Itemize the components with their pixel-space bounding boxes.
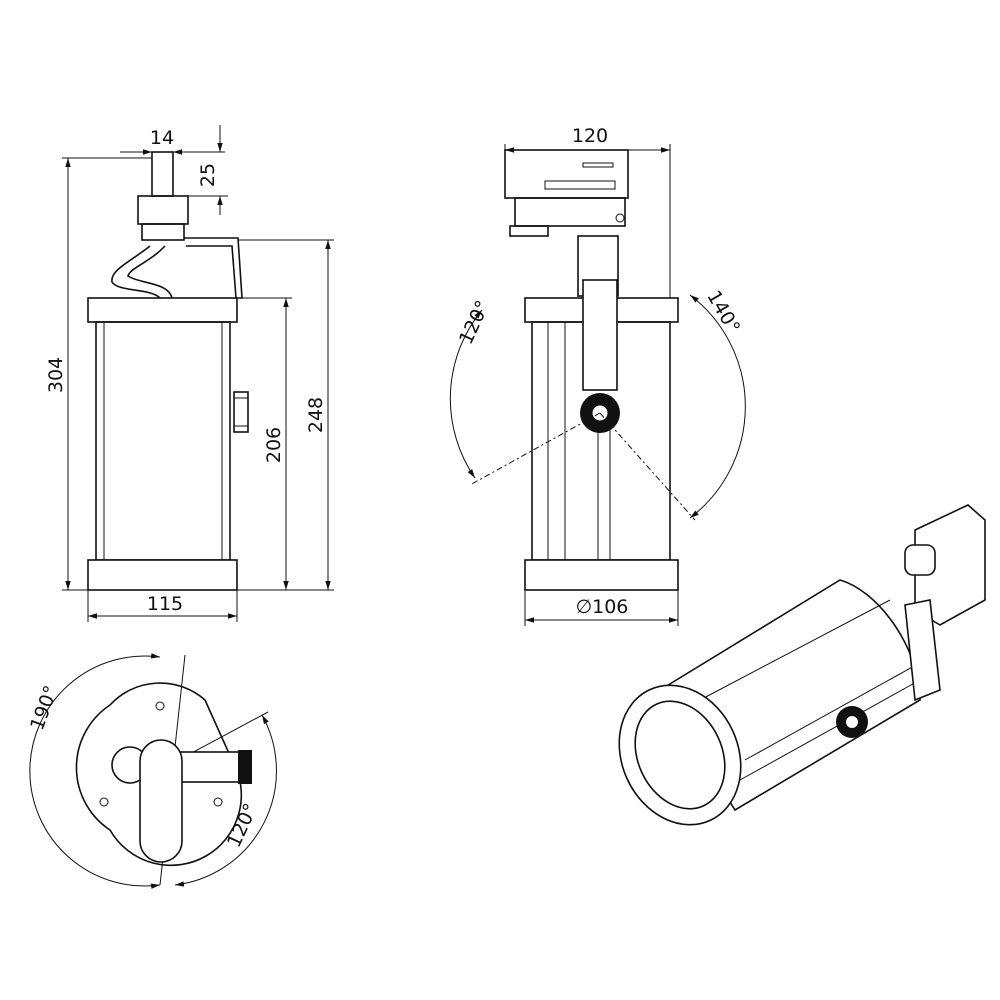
rotation-arc-arm (174, 714, 277, 887)
front-view: 14 25 304 248 206 115 (45, 125, 334, 622)
side-bottom-ring (524, 559, 679, 591)
isometric-view (618, 504, 986, 826)
side-view: 120° 140° 120 ∅106 (449, 125, 746, 626)
yoke (582, 279, 618, 391)
mount-plate (75, 682, 243, 867)
arm-side (179, 751, 241, 783)
iso-yoke (904, 599, 941, 702)
adapter-base (141, 223, 185, 241)
dim-rotation-main: 190° (26, 683, 62, 734)
dim-body-width: 115 (147, 593, 183, 615)
adapter-block (137, 195, 189, 225)
dim-adapter-width: 120 (572, 125, 608, 147)
tilt-arc-right (689, 294, 746, 519)
dim-body-height: 206 (263, 427, 285, 463)
iso-lens (634, 700, 726, 810)
dim-diameter: ∅106 (576, 596, 629, 618)
body (95, 321, 231, 561)
tilt-knob (233, 391, 249, 433)
arm (139, 739, 183, 863)
adapter-stem (151, 151, 174, 197)
tilt-arc-left (449, 309, 483, 479)
dim-tilt-left: 120° (455, 297, 494, 348)
iso-front-ring (618, 684, 742, 826)
track-adapter (504, 149, 629, 199)
top-view: 190° 120° (26, 653, 277, 889)
rotation-arc-main (29, 653, 161, 889)
dim-stem-width: 14 (150, 127, 174, 149)
dim-stem-height: 25 (197, 163, 219, 187)
body-bottom-ring (87, 559, 238, 591)
dim-arm-height: 248 (305, 397, 327, 433)
mount-arm (184, 237, 243, 299)
body-top-cap (87, 297, 238, 323)
cable (111, 245, 173, 299)
dim-total-height: 304 (45, 357, 67, 393)
dim-rotation-arm: 120° (223, 800, 262, 851)
